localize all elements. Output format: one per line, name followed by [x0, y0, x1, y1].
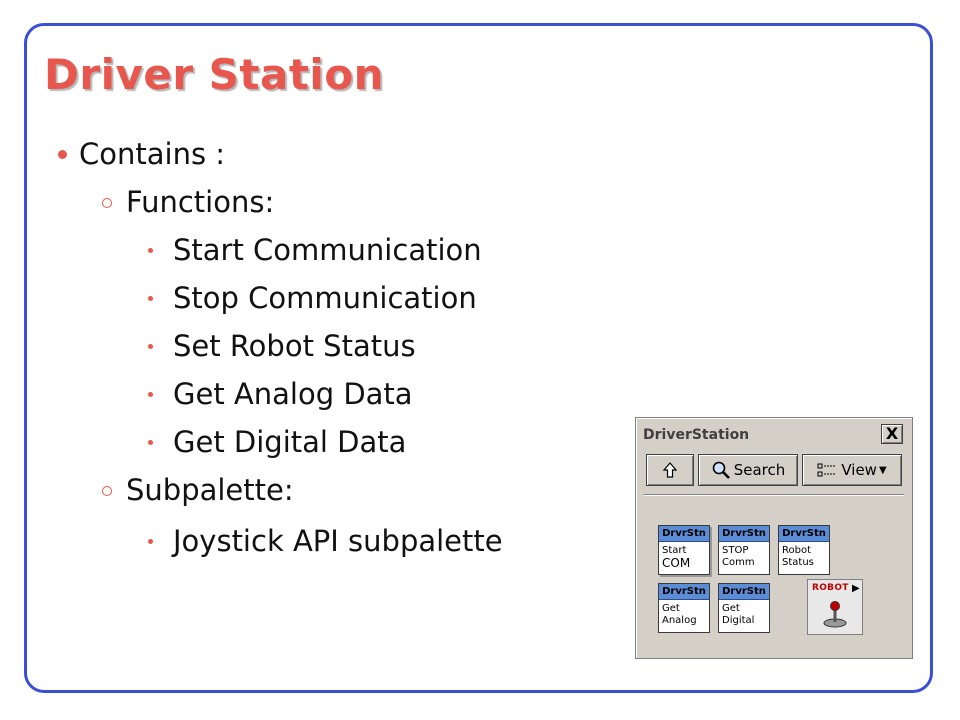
get-digital-vi-icon[interactable]: DrvrStn Get Digital	[718, 583, 770, 633]
bullet-item: Contains :	[58, 137, 225, 171]
vi-header: DrvrStn	[779, 526, 829, 542]
bullet-text: Joystick API subpalette	[173, 524, 503, 558]
bullet-circle-icon	[102, 486, 112, 496]
bullet-circle-icon	[102, 198, 112, 208]
palette-title: DriverStation	[643, 427, 750, 443]
get-analog-vi-icon[interactable]: DrvrStn Get Analog	[658, 583, 710, 633]
vi-line: Start	[662, 545, 687, 556]
vi-line: Get	[662, 603, 680, 614]
vi-header: DrvrStn	[659, 584, 709, 600]
bullet-dot-icon	[148, 295, 153, 301]
joystick-icon	[823, 601, 847, 628]
up-button[interactable]	[646, 454, 694, 486]
bullet-dot-icon	[148, 538, 153, 544]
vi-header: DrvrStn	[659, 526, 709, 542]
bullet-item: Subpalette:	[102, 473, 294, 507]
bullet-text: Start Communication	[173, 233, 482, 267]
bullet-item: Start Communication	[148, 233, 482, 267]
bullet-dot-icon	[148, 439, 153, 445]
vi-line: Comm	[722, 557, 755, 568]
bullet-dot-icon	[148, 391, 153, 397]
bullet-text: Functions:	[126, 185, 275, 219]
vi-line: Digital	[722, 615, 755, 626]
close-button[interactable]: X	[881, 424, 903, 444]
palette-toolbar: Search View ▼	[646, 454, 902, 488]
vi-line: STOP	[722, 545, 749, 556]
vi-header: DrvrStn	[719, 526, 769, 542]
vi-line: Analog	[662, 615, 697, 626]
up-arrow-icon	[663, 462, 677, 478]
close-icon: X	[885, 424, 899, 443]
slide-title: Driver Station	[44, 50, 385, 99]
bullet-text: Subpalette:	[126, 473, 294, 507]
bullet-text: Contains :	[79, 137, 226, 171]
view-button[interactable]: View ▼	[802, 454, 902, 486]
chevron-down-icon: ▼	[878, 464, 887, 476]
subpalette-label: ROBOT	[812, 583, 849, 593]
vi-line: Robot	[782, 545, 812, 556]
vi-header: DrvrStn	[719, 584, 769, 600]
view-options-icon	[817, 463, 837, 477]
vi-line: COM	[662, 556, 691, 570]
bullet-dot-icon	[148, 247, 153, 253]
bullet-text: Set Robot Status	[173, 329, 416, 363]
bullet-text: Get Digital Data	[173, 425, 407, 459]
bullet-item: Joystick API subpalette	[148, 524, 503, 558]
submenu-arrow-icon: ▶	[852, 583, 860, 594]
search-label: Search	[733, 461, 786, 479]
bullet-dot-icon	[148, 343, 153, 349]
joystick-subpalette-button[interactable]: ROBOT ▶	[807, 579, 863, 635]
bullet-item: Set Robot Status	[148, 329, 416, 363]
bullet-item: Functions:	[102, 185, 274, 219]
bullet-item: Get Digital Data	[148, 425, 406, 459]
palette-divider	[644, 494, 904, 496]
bullet-text: Get Analog Data	[173, 377, 413, 411]
bullet-text: Stop Communication	[173, 281, 477, 315]
stop-comm-vi-icon[interactable]: DrvrStn STOP Comm	[718, 525, 770, 575]
bullet-dot-icon	[58, 149, 67, 159]
search-button[interactable]: Search	[698, 454, 798, 486]
bullet-item: Get Analog Data	[148, 377, 413, 411]
vi-line: Get	[722, 603, 740, 614]
driverstation-palette-window: DriverStation X Search View ▼	[635, 417, 913, 659]
bullet-item: Stop Communication	[148, 281, 477, 315]
robot-status-vi-icon[interactable]: DrvrStn Robot Status	[778, 525, 830, 575]
slide-frame	[24, 23, 933, 693]
view-label: View	[841, 461, 877, 479]
vi-line: Status	[782, 557, 814, 568]
start-com-vi-icon[interactable]: DrvrStn Start COM	[658, 525, 710, 575]
search-icon	[712, 461, 730, 479]
